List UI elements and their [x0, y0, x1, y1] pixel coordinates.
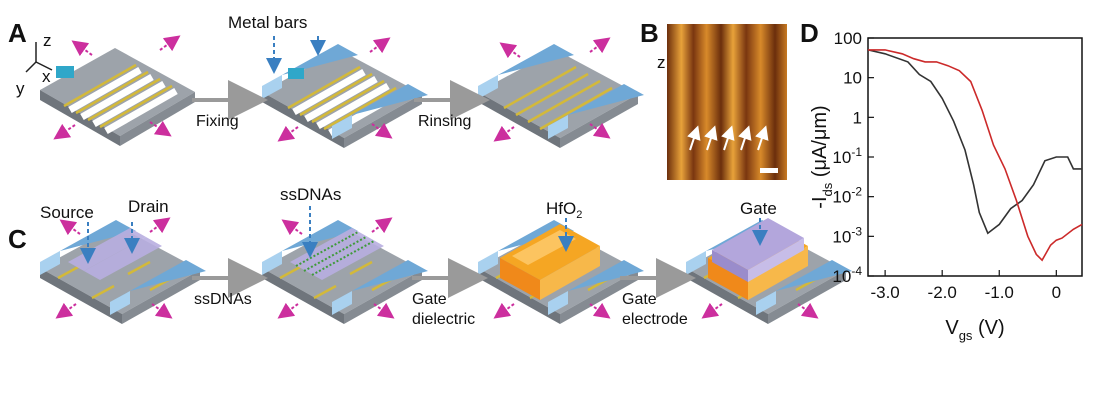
- x-tick-label: -1.0: [985, 283, 1014, 302]
- device-a3: [478, 37, 644, 148]
- metal-bars-label: Metal bars: [228, 13, 307, 32]
- x-axis-label: Vgs (V): [945, 317, 1004, 343]
- gate-label: Gate: [740, 199, 777, 218]
- xyz-axes-icon: [25, 42, 53, 73]
- y-tick-label: 100: [834, 29, 862, 48]
- axis-y-label: y: [16, 79, 25, 98]
- source-label: Source: [40, 203, 94, 222]
- device-c1: [40, 217, 206, 324]
- device-c3: [478, 220, 644, 324]
- plot-frame: [867, 37, 1083, 277]
- afm-axis-z-label: z: [657, 53, 666, 72]
- panel-label-a: A: [8, 18, 27, 48]
- drain-label: Drain: [128, 197, 169, 216]
- y-tick-label: 10: [843, 69, 862, 88]
- y-tick-label: 10-3: [832, 224, 862, 246]
- axis-z-label: z: [43, 31, 52, 50]
- hfo2-subscript: 2: [576, 209, 582, 221]
- axis-x-label: x: [42, 67, 51, 86]
- device-c2: [262, 217, 428, 324]
- gate-dielectric-label-1: Gate: [412, 291, 447, 308]
- metal-bars-pointers: [266, 36, 326, 74]
- afm-image: [667, 24, 787, 180]
- y-tick-label: 10-4: [832, 264, 862, 286]
- device-a2: [262, 37, 428, 148]
- panel-label-b: B: [640, 18, 659, 48]
- gate-dielectric-label-2: dielectric: [412, 311, 475, 328]
- panel-label-d: D: [800, 18, 819, 48]
- ssdnas-top-label: ssDNAs: [280, 185, 341, 204]
- ssdnas-step-label: ssDNAs: [194, 291, 252, 308]
- source-drain-pointers: [80, 222, 140, 264]
- scale-bar: [760, 168, 778, 173]
- device-a1: [40, 35, 195, 146]
- x-tick-label: -2.0: [928, 283, 957, 302]
- hfo2-label: HfO2: [546, 199, 582, 221]
- x-tick-label: -3.0: [870, 283, 899, 302]
- series-line-1: [867, 49, 1082, 235]
- rinsing-label: Rinsing: [418, 113, 471, 130]
- gate-electrode-label-2: electrode: [622, 311, 688, 328]
- device-c4: [686, 218, 852, 324]
- x-tick-label: 0: [1052, 283, 1061, 302]
- y-tick-label: 10-2: [832, 185, 862, 207]
- panel-label-c: C: [8, 224, 27, 254]
- series-line-2: [868, 49, 1083, 262]
- y-axis-label: -Ids (μA/μm): [809, 105, 835, 208]
- y-tick-label: 10-1: [832, 145, 862, 167]
- fixing-label: Fixing: [196, 113, 239, 130]
- y-tick-label: 1: [853, 108, 862, 127]
- gate-electrode-label-1: Gate: [622, 291, 657, 308]
